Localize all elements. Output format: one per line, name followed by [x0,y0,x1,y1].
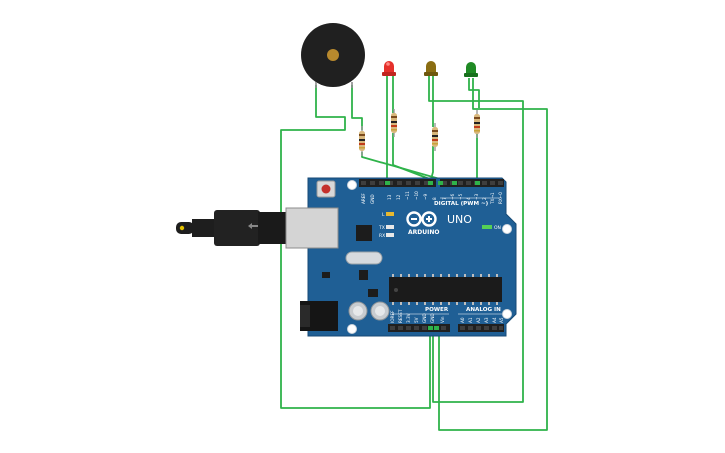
resistor-buzzer[interactable] [359,126,365,156]
svg-text:7: 7 [442,197,447,200]
mounting-hole [347,180,357,190]
svg-text:A5: A5 [499,317,504,323]
buzzer-wire-2[interactable] [351,85,363,130]
green-led-cathode-wire[interactable] [438,78,548,431]
svg-text:~6: ~6 [450,193,455,200]
svg-text:A0: A0 [460,317,465,323]
arduino-logo-icon [406,211,437,227]
svg-text:~10: ~10 [414,191,419,200]
svg-text:~11: ~11 [405,191,410,200]
piezo-buzzer[interactable] [301,23,365,88]
yellow-led[interactable] [424,61,438,76]
svg-text:RESET: RESET [398,309,403,323]
led-rx-indicator [386,233,394,237]
crystal-oscillator [345,251,383,265]
svg-text:~5: ~5 [458,193,463,200]
svg-text:AREF: AREF [361,193,366,204]
analog-pin-labels: A0 A1 A2 A3 A4 A5 [460,317,504,323]
buzzer-wire-1[interactable] [280,85,431,409]
usb-symbol-icon [248,223,258,229]
svg-text:RX←0: RX←0 [498,192,503,204]
mounting-hole [347,324,357,334]
svg-text:5V: 5V [414,317,419,323]
svg-text:TX: TX [378,225,385,231]
svg-text:Vin: Vin [440,316,445,323]
small-ic [368,289,378,297]
power-header-label: POWER [425,307,449,313]
svg-text:13: 13 [387,194,392,200]
resistor-yellow-led[interactable] [432,123,438,151]
mounting-hole [502,309,512,319]
svg-text:12: 12 [396,194,401,200]
resistor-red-led[interactable] [391,109,397,137]
svg-text:~9: ~9 [423,193,428,200]
mounting-hole [502,224,512,234]
resistor-green-led[interactable] [474,110,480,138]
svg-text:~3: ~3 [474,193,479,200]
svg-text:3.3V: 3.3V [406,313,411,323]
red-led[interactable] [382,61,396,76]
svg-text:4: 4 [466,197,471,200]
svg-text:GND: GND [430,313,435,323]
svg-text:TX→1: TX→1 [490,192,495,205]
svg-text:A4: A4 [492,317,497,323]
svg-text:RX: RX [379,233,385,239]
digital-pin-labels: AREF GND 13 12 ~11 ~10 ~9 8 7 ~6 ~5 4 ~3… [361,191,503,205]
led-l-indicator [386,212,394,216]
svg-text:L: L [382,212,385,218]
digital-header-right[interactable] [440,179,504,187]
green-led-anode-wire[interactable] [468,78,480,108]
digital-header-label: DIGITAL (PWM ~) [434,201,489,207]
red-resistor-to-pin-wire[interactable] [392,133,441,184]
power-pin-labels: IOREF RESET 3.3V 5V GND GND Vin [390,309,445,323]
svg-text:A1: A1 [468,317,473,323]
svg-text:ON: ON [494,225,501,231]
yellow-led-anode-wire[interactable] [428,76,524,403]
svg-text:A2: A2 [476,317,481,323]
svg-text:GND: GND [370,194,375,204]
svg-text:GND: GND [422,313,427,323]
regulator [359,270,368,280]
arduino-logo-text: ARDUINO [408,229,439,236]
svg-text:A3: A3 [484,317,489,323]
led-tx-indicator [386,225,394,229]
board-model-label: UNO [447,213,472,226]
green-led[interactable] [464,62,478,77]
analog-header-label: ANALOG IN [466,307,501,313]
power-on-led [482,225,492,229]
arduino-uno-board[interactable]: AREF GND 13 12 ~11 ~10 ~9 8 7 ~6 ~5 4 ~3… [285,177,517,337]
svg-text:IOREF: IOREF [390,310,395,323]
usb-socket [285,207,339,249]
svg-text:8: 8 [432,197,437,200]
atmega-microcontroller [389,277,502,302]
usb-chip [356,225,372,241]
svg-text:2: 2 [482,197,487,200]
